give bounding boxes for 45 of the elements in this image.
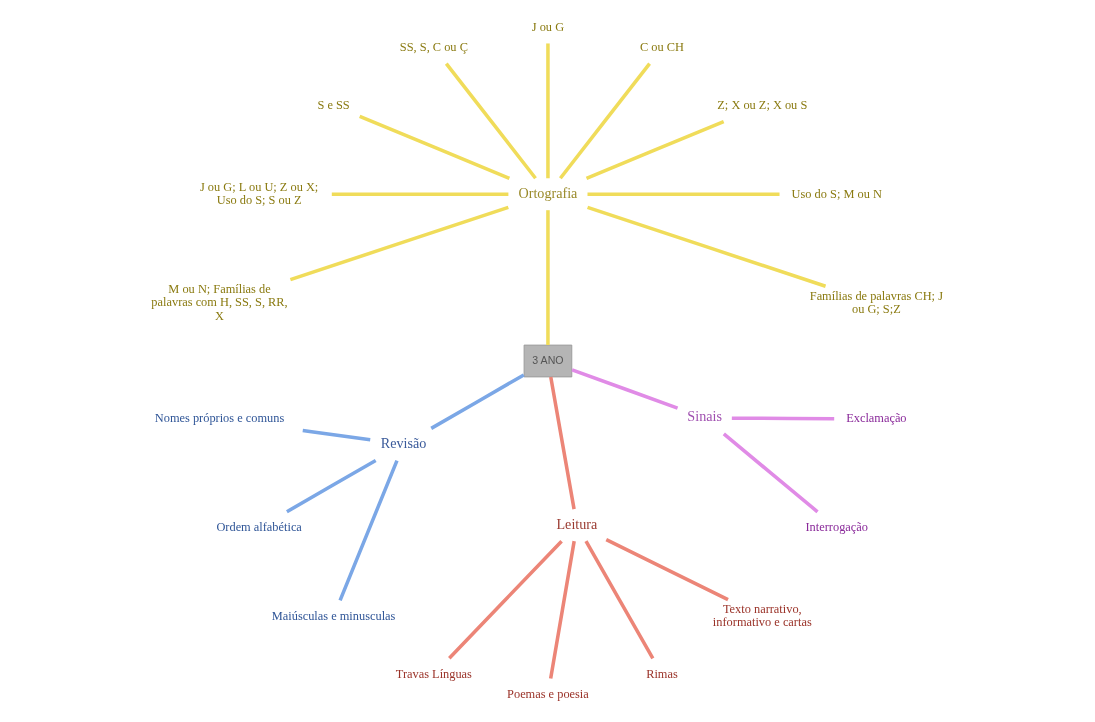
- connector: [587, 205, 827, 288]
- connector: [585, 119, 725, 180]
- connector: [546, 43, 550, 179]
- connector: [548, 540, 576, 679]
- connector: [331, 192, 509, 197]
- connector: [430, 373, 525, 430]
- node-text: Sinais: [687, 408, 722, 425]
- connector: [302, 428, 371, 442]
- node-text: Interrogação: [805, 520, 868, 535]
- node-text: Texto narrativo, informativo e cartas: [712, 602, 812, 630]
- node-text: Uso do S; M ou N: [791, 186, 882, 201]
- node-text: Travas Línguas: [395, 666, 472, 681]
- connector: [584, 540, 655, 660]
- connector: [448, 539, 563, 660]
- node-text: Ortografia: [518, 184, 578, 201]
- node-text: J ou G: [531, 19, 565, 34]
- node-text: Z; X ou Z; X ou S: [717, 97, 808, 112]
- node-text: Ordem alfabética: [216, 520, 302, 535]
- connector: [546, 210, 550, 345]
- connector: [558, 62, 651, 180]
- connector: [338, 459, 399, 602]
- node-text: Exclamação: [846, 411, 907, 426]
- node-text: M ou N; Famílias de palavras com H, SS, S, RR, X: [151, 282, 288, 323]
- connector: [587, 192, 780, 197]
- node-text: J ou G; L ou U; Z ou X; Uso do S; S ou Z: [199, 179, 319, 208]
- connector: [286, 458, 377, 514]
- connector: [731, 416, 835, 421]
- node-box: 3 ANO: [523, 344, 573, 378]
- node-text: Leitura: [556, 515, 598, 532]
- node-text: Revisão: [380, 434, 427, 451]
- node-text: Rimas: [646, 666, 678, 681]
- node-text: Famílias de palavras CH; J ou G; S;Z: [809, 288, 943, 316]
- connector: [605, 538, 729, 602]
- node-text: Poemas e poesia: [507, 686, 589, 701]
- node-text: SS, S, C ou Ç: [399, 39, 468, 54]
- node-text: C ou CH: [640, 39, 684, 54]
- connector: [444, 62, 537, 180]
- node-text: Maiúsculas e minusculas: [271, 608, 396, 623]
- connector: [289, 205, 509, 282]
- connector: [722, 432, 819, 514]
- node-text: S e SS: [317, 97, 350, 112]
- connector: [571, 368, 679, 410]
- connector: [549, 376, 576, 510]
- connector: [359, 114, 511, 180]
- node-text: Nomes próprios e comuns: [154, 411, 285, 426]
